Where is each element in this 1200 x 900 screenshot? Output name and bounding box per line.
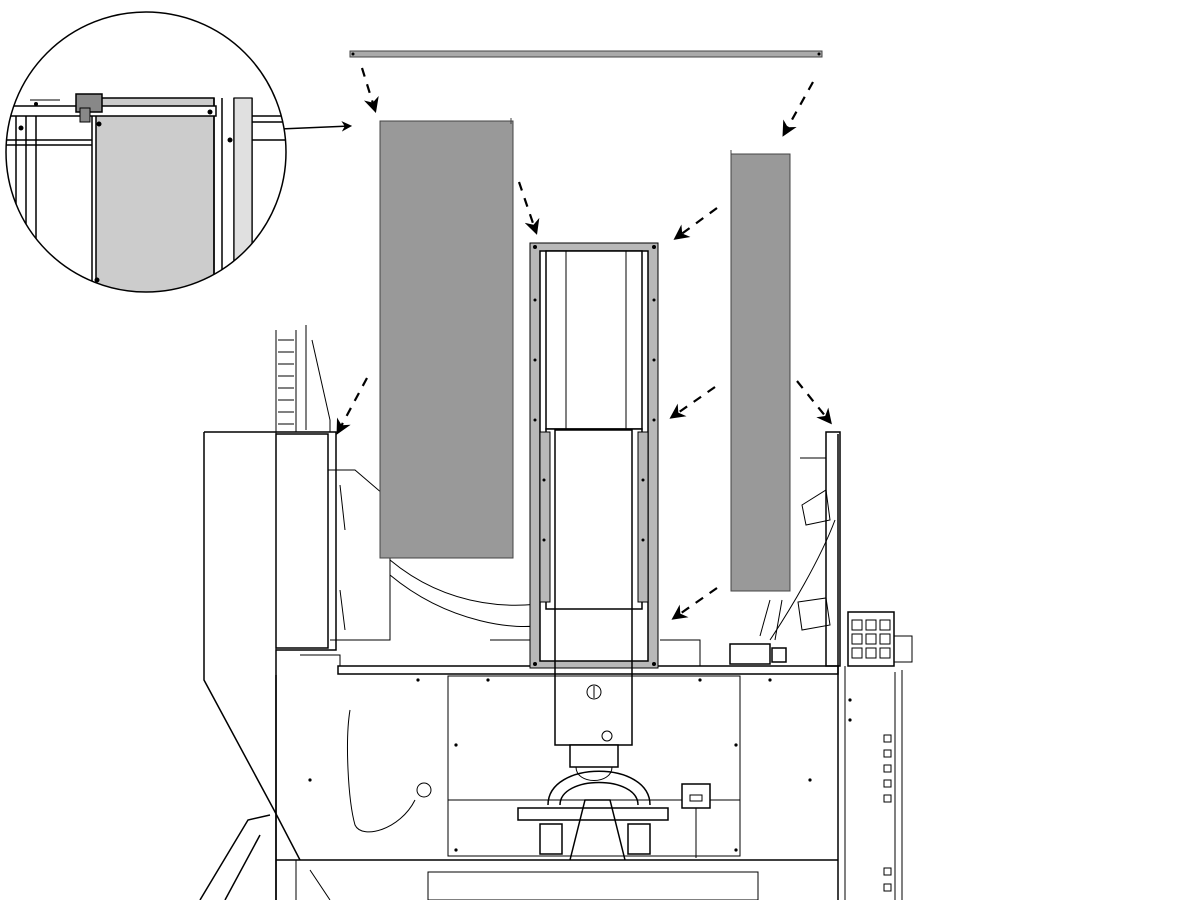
- left-side-panel: [379, 118, 514, 559]
- arrow-right-panel-to-column-top: [673, 207, 718, 240]
- arrow-detail-to-left-panel: [279, 121, 353, 132]
- detail-magnifier: [5, 11, 287, 293]
- arrow-right-panel-to-column-mid: [669, 386, 716, 419]
- right-side-panel: [730, 150, 791, 592]
- center-column-frame: [529, 242, 659, 781]
- arrow-right-panel-to-housing: [796, 380, 832, 425]
- arrow-right-panel-to-column-low: [671, 587, 718, 620]
- arrow-strip-to-right-panel: [782, 81, 814, 137]
- assembly-arrows: [279, 67, 832, 620]
- arrow-left-panel-to-housing: [336, 377, 368, 435]
- arrow-strip-to-left-panel: [360, 67, 379, 113]
- machine-base: [199, 325, 913, 900]
- arrow-left-panel-to-column: [517, 181, 540, 235]
- top-trim-strip: [349, 50, 823, 58]
